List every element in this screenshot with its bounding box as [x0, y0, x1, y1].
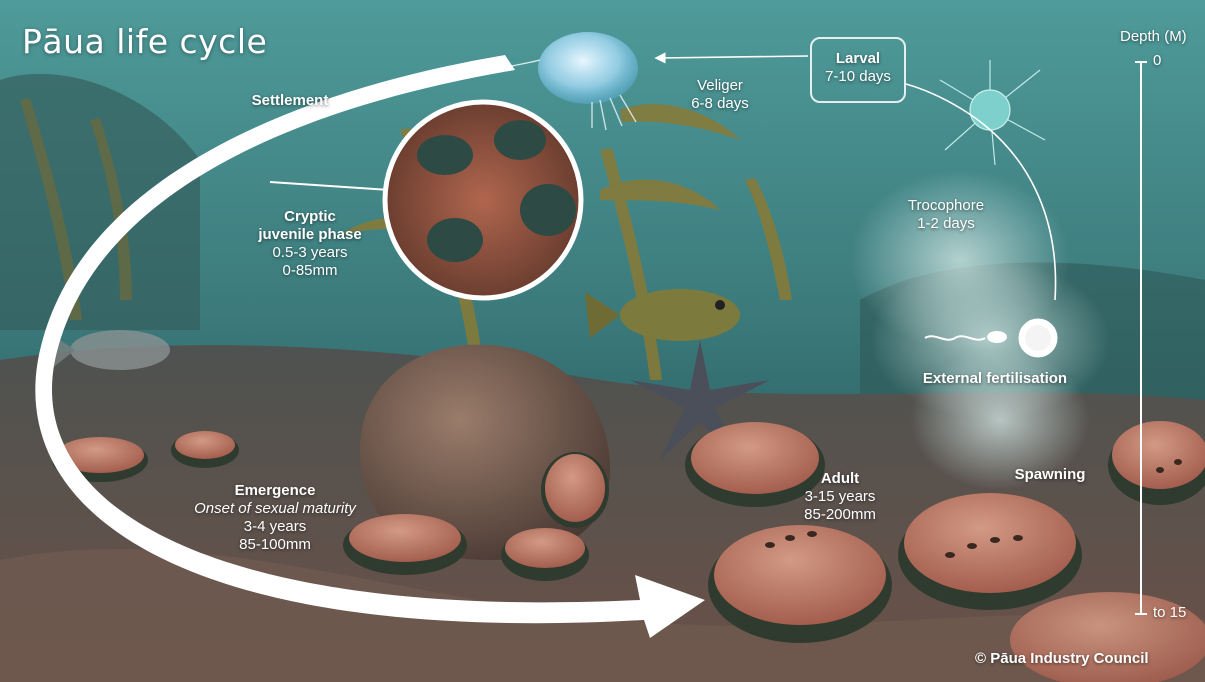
emergence-size: 85-100mm: [165, 536, 385, 554]
veliger-duration: 6-8 days: [670, 95, 770, 113]
trocophore-duration: 1-2 days: [886, 215, 1006, 233]
depth-scale-top: 0: [1153, 52, 1161, 70]
copyright-notice: © Pāua Industry Council: [975, 650, 1149, 667]
depth-scale-title: Depth (M): [1120, 28, 1187, 46]
trocophore-name: Trocophore: [886, 197, 1006, 215]
label-adult: Adult 3-15 years 85-200mm: [780, 470, 900, 524]
label-settlement: Settlement: [230, 92, 350, 110]
label-larval: Larval 7-10 days: [812, 50, 904, 86]
cryptic-name-1: Cryptic: [240, 208, 380, 226]
spawning-name: Spawning: [990, 466, 1110, 484]
depth-scale-bottom: to 15: [1153, 604, 1186, 622]
label-cryptic: Cryptic juvenile phase 0.5-3 years 0-85m…: [240, 208, 380, 280]
settlement-name: Settlement: [230, 92, 350, 110]
label-trocophore: Trocophore 1-2 days: [886, 197, 1006, 233]
larval-duration: 7-10 days: [812, 68, 904, 86]
adult-name: Adult: [780, 470, 900, 488]
label-veliger: Veliger 6-8 days: [670, 77, 770, 113]
emergence-duration: 3-4 years: [165, 518, 385, 536]
emergence-note: Onset of sexual maturity: [165, 500, 385, 518]
juvenile-inset: [385, 102, 581, 298]
label-emergence: Emergence Onset of sexual maturity 3-4 y…: [165, 482, 385, 554]
adult-size: 85-200mm: [780, 506, 900, 524]
larval-name: Larval: [812, 50, 904, 68]
label-spawning: Spawning: [990, 466, 1110, 484]
cryptic-size: 0-85mm: [240, 262, 380, 280]
cryptic-duration: 0.5-3 years: [240, 244, 380, 262]
emergence-name: Emergence: [165, 482, 385, 500]
veliger-name: Veliger: [670, 77, 770, 95]
diagram-title: Pāua life cycle: [22, 22, 267, 61]
adult-duration: 3-15 years: [780, 488, 900, 506]
label-fertilisation: External fertilisation: [905, 370, 1085, 388]
fertilisation-name: External fertilisation: [905, 370, 1085, 388]
cryptic-name-2: juvenile phase: [240, 226, 380, 244]
